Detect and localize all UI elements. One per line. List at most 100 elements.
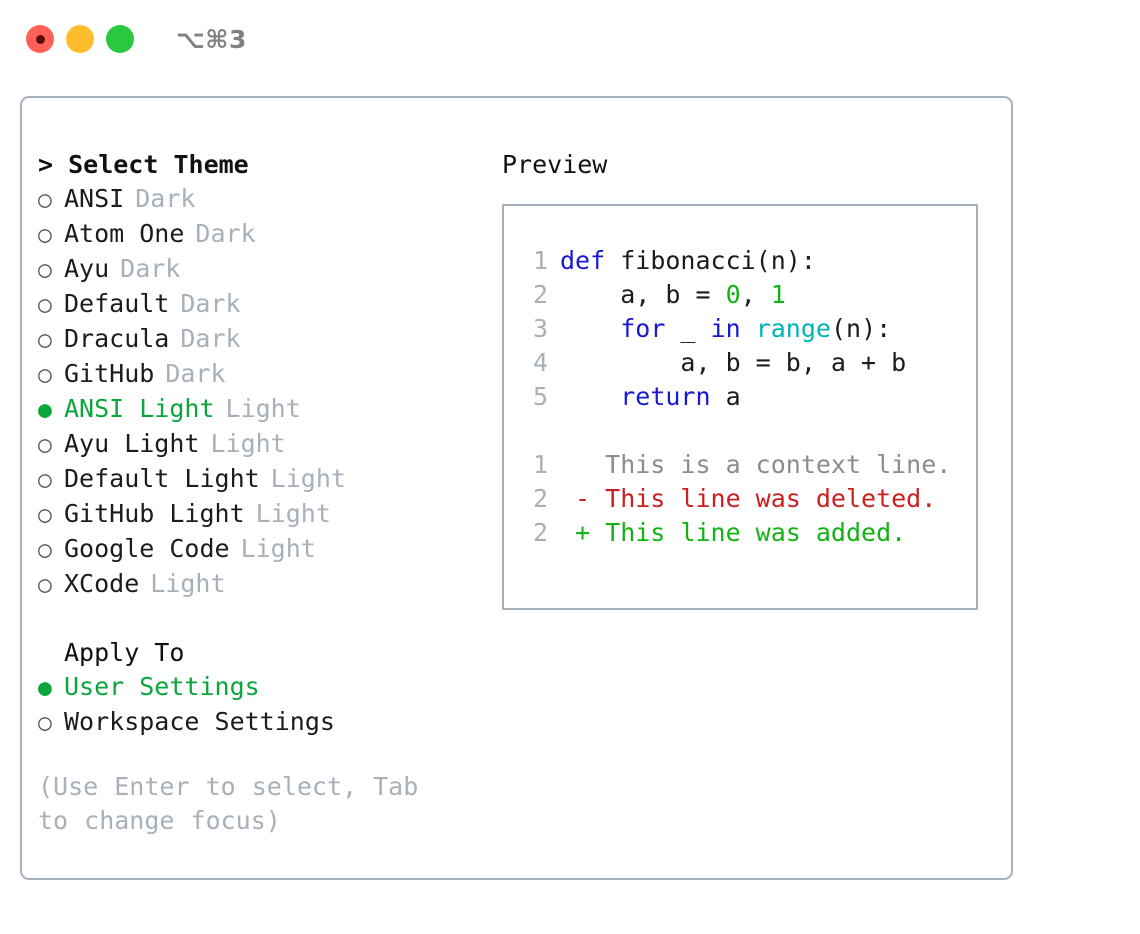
code-token-plain: _ — [665, 314, 711, 343]
theme-option-google-code[interactable]: ○ Google Code Light — [38, 532, 488, 567]
theme-option-label: XCode — [64, 569, 140, 598]
code-line-text: def fibonacci(n): — [560, 244, 816, 278]
maximize-dot[interactable] — [106, 25, 134, 53]
theme-option-label: Google Code — [64, 534, 230, 563]
shortcut-label: ⌥⌘3 — [176, 24, 247, 54]
theme-option-atom-one[interactable]: ○ Atom One Dark — [38, 217, 488, 252]
line-number: 3 — [532, 314, 548, 343]
diff-line: 1 This is a context line. — [518, 448, 976, 482]
code-line: 3 for _ in range(n): — [518, 312, 976, 346]
radio-unselected-icon: ○ — [38, 257, 52, 283]
theme-option-variant: Dark — [195, 219, 256, 248]
code-token-kw: for — [620, 314, 666, 343]
theme-option-label: Default — [64, 289, 170, 318]
radio-unselected-icon: ○ — [38, 327, 52, 353]
theme-option-label: GitHub Light — [64, 499, 245, 528]
theme-option-variant: Light — [210, 429, 286, 458]
radio-selected-icon: ● — [38, 397, 52, 423]
code-token-kw: in — [710, 314, 741, 343]
theme-option-variant: Light — [270, 464, 346, 493]
code-line-text: a, b = 0, 1 — [560, 278, 786, 312]
apply-to-option-user-settings[interactable]: ● User Settings — [38, 670, 488, 705]
code-token-kw: return — [620, 382, 711, 411]
diff-sample: 1 This is a context line.2 - This line w… — [518, 448, 976, 550]
minimize-dot[interactable] — [66, 25, 94, 53]
theme-option-label: ANSI Light — [64, 394, 215, 423]
code-line: 1 def fibonacci(n): — [518, 244, 976, 278]
theme-option-label: Atom One — [64, 219, 185, 248]
preview-heading: Preview — [502, 150, 608, 179]
code-token-plain: a — [710, 382, 741, 411]
radio-selected-icon: ● — [38, 675, 52, 701]
code-token-fn: range — [755, 314, 831, 343]
theme-option-ansi-light[interactable]: ● ANSI Light Light — [38, 392, 488, 427]
theme-option-dracula[interactable]: ○ Dracula Dark — [38, 322, 488, 357]
keyboard-hint: (Use Enter to select, Tab to change focu… — [38, 772, 419, 835]
theme-option-default-light[interactable]: ○ Default Light Light — [38, 462, 488, 497]
theme-option-variant: Dark — [120, 254, 181, 283]
code-token-plain: , — [740, 280, 771, 309]
diff-line-text: This is a context line. — [560, 450, 952, 479]
code-token-plain: (n): — [830, 314, 892, 343]
select-theme-heading: > Select Theme — [38, 150, 249, 179]
radio-unselected-icon: ○ — [38, 537, 52, 563]
diff-line-text: - This line was deleted. — [560, 484, 937, 513]
code-line: 2 a, b = 0, 1 — [518, 278, 976, 312]
radio-unselected-icon: ○ — [38, 432, 52, 458]
code-token-kw: def — [560, 246, 621, 275]
theme-option-label: Default Light — [64, 464, 260, 493]
radio-unselected-icon: ○ — [38, 572, 52, 598]
theme-option-variant: Light — [150, 569, 226, 598]
line-number: 4 — [532, 348, 548, 377]
theme-option-label: Dracula — [64, 324, 170, 353]
code-line-text: return a — [560, 380, 741, 414]
window-titlebar: ⌥⌘3 — [0, 0, 1140, 78]
radio-unselected-icon: ○ — [38, 187, 52, 213]
diff-line: 2 - This line was deleted. — [518, 482, 976, 516]
theme-option-variant: Dark — [180, 324, 241, 353]
code-token-plain — [741, 314, 756, 343]
line-number: 1 — [532, 246, 548, 275]
theme-option-ansi[interactable]: ○ ANSI Dark — [38, 182, 488, 217]
radio-unselected-icon: ○ — [38, 467, 52, 493]
code-diff-spacer — [518, 414, 976, 448]
radio-unselected-icon: ○ — [38, 292, 52, 318]
theme-option-label: ANSI — [64, 184, 125, 213]
code-token-plain — [560, 314, 620, 343]
line-number: 5 — [532, 382, 548, 411]
apply-to-option-workspace-settings[interactable]: ○Workspace Settings — [38, 705, 488, 740]
apply-to-list[interactable]: ● User Settings ○Workspace Settings — [38, 670, 488, 740]
theme-option-xcode[interactable]: ○ XCode Light — [38, 567, 488, 602]
radio-unselected-icon: ○ — [38, 222, 52, 248]
theme-option-variant: Light — [240, 534, 316, 563]
line-number: 2 — [532, 518, 548, 547]
code-token-num: 0 — [725, 280, 741, 309]
code-token-plain: a, b = b, a + b — [560, 348, 907, 377]
line-number: 2 — [532, 280, 548, 309]
list-spacer — [38, 602, 488, 636]
code-token-num: 1 — [770, 280, 786, 309]
theme-option-variant: Dark — [135, 184, 196, 213]
apply-to-option-label: User Settings — [64, 672, 260, 701]
apply-to-heading: Apply To — [64, 638, 185, 667]
diff-line-text: + This line was added. — [560, 518, 907, 547]
diff-line: 2 + This line was added. — [518, 516, 976, 550]
close-dot[interactable] — [26, 25, 54, 53]
code-line-text: a, b = b, a + b — [560, 346, 906, 380]
line-number: 2 — [532, 484, 548, 513]
theme-option-variant: Light — [225, 394, 301, 423]
code-line-text: for _ in range(n): — [560, 312, 891, 346]
code-line: 4 a, b = b, a + b — [518, 346, 976, 380]
